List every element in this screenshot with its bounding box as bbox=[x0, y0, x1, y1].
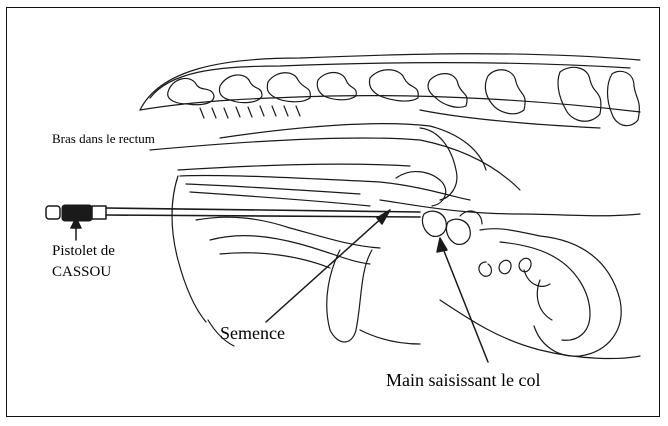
cassou-gun bbox=[46, 205, 420, 221]
spine-drawing bbox=[140, 54, 640, 128]
rectum-drawing bbox=[150, 124, 520, 206]
label-hand-cervix: Main saisissant le col bbox=[386, 370, 540, 391]
label-arm-in-rectum: Bras dans le rectum bbox=[52, 132, 155, 147]
label-gun-line1: Pistolet de bbox=[52, 243, 115, 260]
label-semen: Semence bbox=[220, 323, 285, 344]
label-gun-line2: CASSOU bbox=[52, 264, 111, 281]
